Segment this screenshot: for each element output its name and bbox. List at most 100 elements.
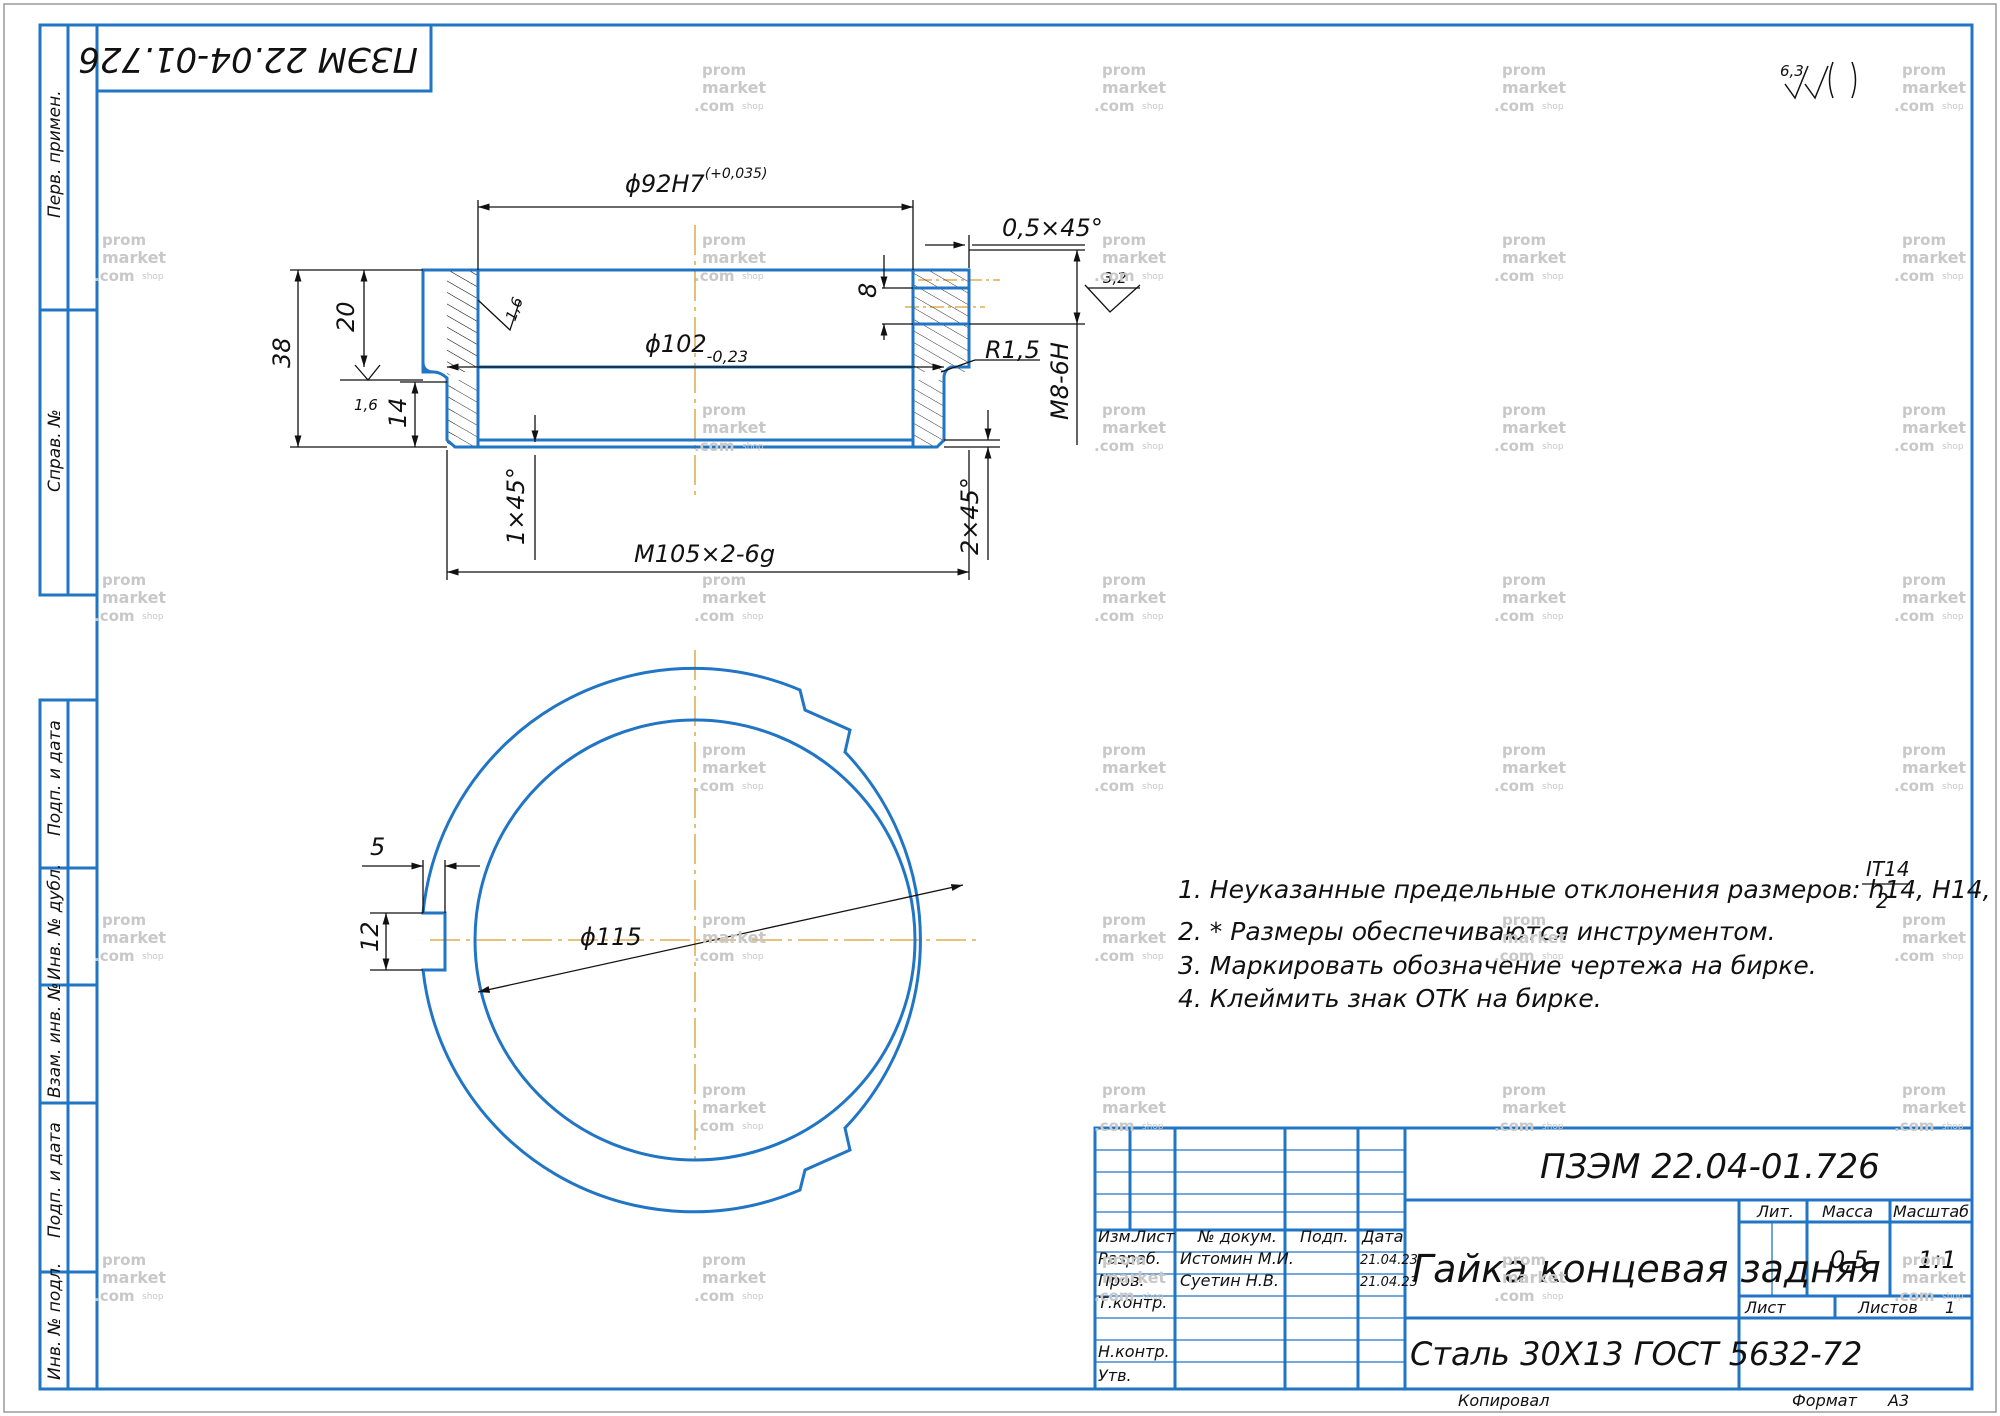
- general-roughness-symbol: [1784, 61, 1857, 100]
- svg-text:.com: .com: [1494, 947, 1535, 965]
- svg-text:prom: prom: [1502, 911, 1546, 929]
- svg-text:shop: shop: [1942, 952, 1964, 962]
- header-izm: Изм.: [1098, 1227, 1136, 1246]
- svg-text:.com: .com: [1494, 777, 1535, 795]
- svg-text:market: market: [702, 588, 766, 607]
- svg-text:.com: .com: [1894, 1287, 1935, 1305]
- svg-text:market: market: [1902, 1268, 1966, 1287]
- svg-text:prom: prom: [102, 231, 146, 249]
- svg-text:market: market: [1102, 248, 1166, 267]
- svg-text:prom: prom: [702, 571, 746, 589]
- side-label-sprav: Справ. №: [45, 409, 65, 492]
- svg-text:prom: prom: [1102, 571, 1146, 589]
- svg-text:.com: .com: [694, 267, 735, 285]
- svg-text:market: market: [702, 1098, 766, 1117]
- svg-text:prom: prom: [1102, 911, 1146, 929]
- svg-text:market: market: [1102, 78, 1166, 97]
- svg-text:.com: .com: [1494, 437, 1535, 455]
- header-date: Дата: [1361, 1227, 1403, 1246]
- svg-text:shop: shop: [1942, 442, 1964, 452]
- svg-text:market: market: [1102, 758, 1166, 777]
- dim-chamfer-1: 1×45°: [502, 467, 530, 545]
- svg-text:market: market: [1102, 928, 1166, 947]
- header-mass: Масса: [1822, 1202, 1873, 1221]
- svg-text:shop: shop: [742, 952, 764, 962]
- svg-text:.com: .com: [1094, 947, 1135, 965]
- dim-slot-width: 5: [370, 833, 385, 861]
- svg-text:market: market: [1902, 78, 1966, 97]
- svg-text:.com: .com: [694, 437, 735, 455]
- dim-outer-dia: ϕ115: [580, 923, 642, 951]
- svg-text:prom: prom: [1902, 401, 1946, 419]
- dim-slot-depth: 12: [356, 921, 384, 952]
- svg-text:prom: prom: [702, 741, 746, 759]
- svg-text:prom: prom: [102, 571, 146, 589]
- svg-text:shop: shop: [142, 952, 164, 962]
- svg-text:shop: shop: [1542, 272, 1564, 282]
- svg-text:market: market: [1902, 758, 1966, 777]
- svg-text:shop: shop: [142, 1292, 164, 1302]
- svg-text:.com: .com: [1894, 607, 1935, 625]
- svg-text:shop: shop: [1542, 612, 1564, 622]
- note-1: 1. Неуказанные предельные отклонения раз…: [1178, 875, 2000, 904]
- stamp-copied: Копировал: [1458, 1391, 1549, 1410]
- svg-text:market: market: [1502, 588, 1566, 607]
- section-dimensions: ϕ92H7(+0,035) 0,5×45° ϕ102-0,23 R1,5 M8-…: [268, 166, 1127, 568]
- svg-text:market: market: [1502, 418, 1566, 437]
- top-designation: ПЗЭМ 22.04-01.726: [78, 39, 418, 79]
- svg-text:.com: .com: [94, 607, 135, 625]
- svg-text:.com: .com: [1094, 437, 1135, 455]
- svg-text:.com: .com: [1494, 1117, 1535, 1135]
- svg-text:prom: prom: [1502, 571, 1546, 589]
- svg-text:.com: .com: [694, 607, 735, 625]
- svg-text:prom: prom: [1502, 231, 1546, 249]
- main-frame: [38, 23, 1974, 1391]
- svg-text:market: market: [1902, 588, 1966, 607]
- svg-text:shop: shop: [1942, 1122, 1964, 1132]
- svg-text:shop: shop: [1542, 1122, 1564, 1132]
- svg-text:.com: .com: [94, 267, 135, 285]
- svg-text:prom: prom: [702, 1251, 746, 1269]
- stamp-format: А3: [1887, 1391, 1909, 1410]
- svg-text:shop: shop: [742, 612, 764, 622]
- svg-text:.com: .com: [1094, 97, 1135, 115]
- svg-text:prom: prom: [702, 401, 746, 419]
- title-block: ПЗЭМ 22.04-01.726 Гайка концевая задняя …: [1093, 1126, 1974, 1410]
- stamp-checker-date: 21.04.23: [1360, 1275, 1418, 1290]
- svg-text:.com: .com: [1894, 97, 1935, 115]
- svg-text:market: market: [102, 1268, 166, 1287]
- svg-text:shop: shop: [1942, 782, 1964, 792]
- header-lit: Лит.: [1756, 1202, 1794, 1221]
- svg-text:prom: prom: [1902, 231, 1946, 249]
- dim-chamfer-top: 0,5×45°: [1002, 214, 1103, 242]
- svg-text:market: market: [1502, 78, 1566, 97]
- dim-groove: ϕ102-0,23: [645, 330, 748, 366]
- svg-text:prom: prom: [1902, 571, 1946, 589]
- svg-text:.com: .com: [1094, 1287, 1135, 1305]
- svg-text:shop: shop: [1142, 102, 1164, 112]
- svg-text:market: market: [702, 1268, 766, 1287]
- svg-text:shop: shop: [1542, 952, 1564, 962]
- note-3: 3. Маркировать обозначение чертежа на би…: [1178, 951, 1817, 980]
- plan-view: 5 12 ϕ115: [356, 650, 980, 1214]
- svg-text:prom: prom: [1902, 1081, 1946, 1099]
- general-roughness-value: 6,3: [1780, 62, 1804, 80]
- svg-text:.com: .com: [1094, 777, 1135, 795]
- svg-text:prom: prom: [702, 61, 746, 79]
- svg-text:.com: .com: [694, 1117, 735, 1135]
- svg-text:.com: .com: [1494, 267, 1535, 285]
- row-utv: Утв.: [1098, 1366, 1132, 1385]
- svg-text:shop: shop: [1142, 612, 1164, 622]
